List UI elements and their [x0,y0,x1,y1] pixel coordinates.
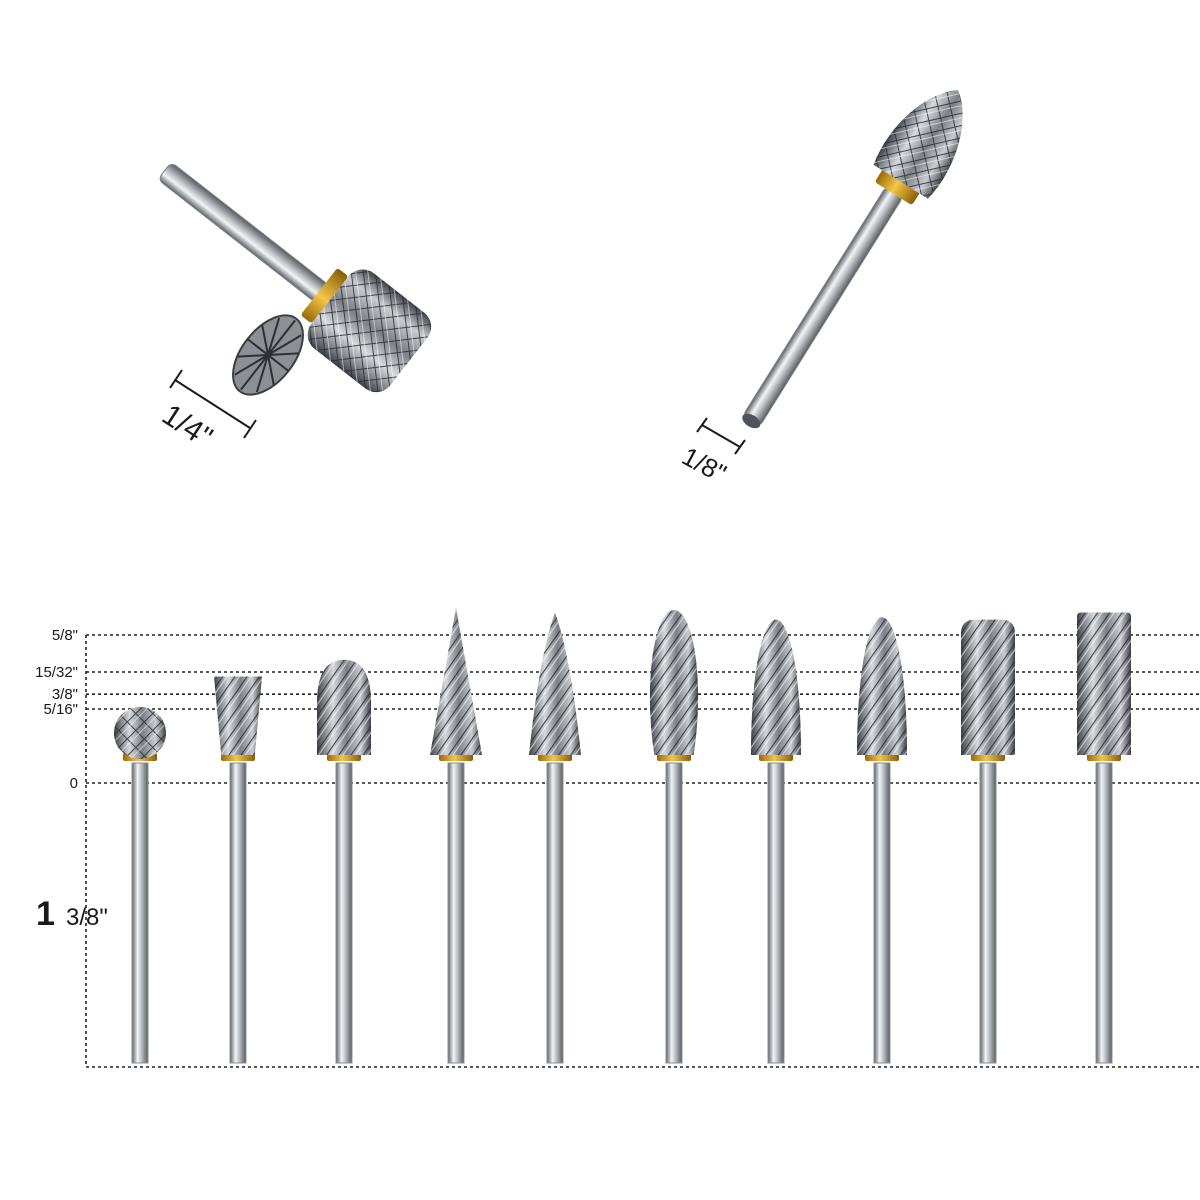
diameter-label-quarter: 1/4" [156,398,218,454]
scale-tick-label: 15/32" [35,664,78,681]
bit-1 [114,707,166,1064]
bit-shank [131,762,149,1064]
bit-shank [447,762,465,1064]
bit-shank [1095,762,1113,1064]
scale-tick-label: 0 [70,775,78,792]
bit-3 [317,659,371,1064]
bit-shank [229,762,247,1064]
bit-shank [335,762,353,1064]
cylinder-radius-end-icon [961,619,1015,755]
bit-6 [649,610,699,1064]
inverted-cone-icon [214,676,262,755]
scale-tick-label: 5/16" [43,701,78,718]
tree-bit-angled [742,90,963,429]
flame-icon [649,610,699,755]
scale-tick-label: 3/8" [52,686,78,703]
bit-10 [1077,612,1131,1064]
bit-shank [546,762,564,1064]
size-scale: 5/8"15/32"3/8"5/16"0 1 3/8" [35,627,1200,1068]
tree-pointed-icon [529,612,581,755]
shank-length-whole: 1 [36,895,55,933]
cylinder-icon [1077,612,1131,755]
bit-shank [979,762,997,1064]
ball-icon [114,707,166,759]
bits-row [114,607,1131,1064]
tree-radius-icon [857,617,907,755]
bit-2 [214,676,262,1064]
bit-8 [857,617,907,1064]
pointed-cone-icon [430,607,482,755]
bit-4 [430,607,482,1064]
shank-length-fraction: 3/8" [66,904,108,931]
bit-9 [961,619,1015,1064]
tree-radius-icon [751,619,801,755]
shank-label-eighth: 1/8" [677,441,731,489]
bit-shank [873,762,891,1064]
bit-shank [767,762,785,1064]
oval-icon [317,659,371,755]
bit-5 [529,612,581,1064]
bit-shank [665,762,683,1064]
bit-7 [751,619,801,1064]
shank-callout-eighth: 1/8" [677,417,746,489]
cylinder-bit-angled [159,163,432,396]
scale-tick-label: 5/8" [52,627,78,644]
